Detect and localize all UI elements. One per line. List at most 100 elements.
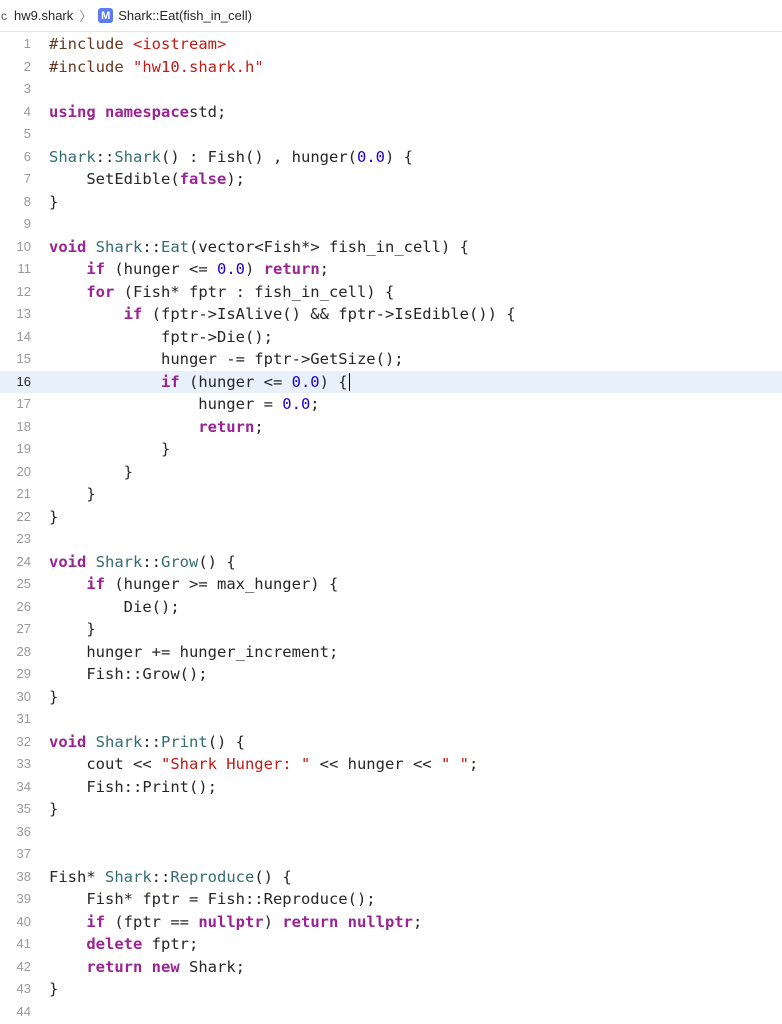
- code-token: fptr;: [142, 935, 199, 953]
- code-line[interactable]: 15 hunger -= fptr->GetSize();: [0, 348, 782, 371]
- code-token: [49, 418, 198, 436]
- code-line[interactable]: 20 }: [0, 461, 782, 484]
- code-text: #include <iostream>: [49, 33, 226, 56]
- code-token: void: [49, 237, 87, 256]
- code-line[interactable]: 18 return;: [0, 416, 782, 439]
- code-token: Fish::Print();: [49, 777, 217, 796]
- code-text: SetEdible(false);: [49, 168, 245, 191]
- code-token: Fish::Grow();: [49, 665, 208, 683]
- code-line[interactable]: 5: [0, 123, 782, 146]
- code-line[interactable]: 43}: [0, 978, 782, 1001]
- line-number: 27: [16, 621, 31, 636]
- code-token: [49, 260, 86, 278]
- code-token: hunger -= fptr->GetSize();: [49, 350, 404, 368]
- line-number: 19: [16, 441, 31, 456]
- line-number: 42: [16, 958, 31, 974]
- code-line[interactable]: 7 SetEdible(false);: [0, 168, 782, 191]
- code-line[interactable]: 11 if (hunger <= 0.0) return;: [0, 258, 782, 281]
- code-line[interactable]: 37: [0, 843, 782, 866]
- code-token: }: [49, 620, 96, 638]
- code-line[interactable]: 21 }: [0, 483, 782, 506]
- code-line[interactable]: 30}: [0, 686, 782, 709]
- line-number: 17: [16, 396, 31, 411]
- code-line[interactable]: 19 }: [0, 438, 782, 461]
- code-token: [49, 283, 86, 301]
- code-line[interactable]: 16 if (hunger <= 0.0) {: [0, 370, 782, 394]
- code-line[interactable]: 39 Fish* fptr = Fish::Reproduce();: [0, 888, 782, 911]
- code-token: ;: [319, 260, 329, 278]
- code-line[interactable]: 2#include "hw10.shark.h": [0, 56, 782, 79]
- code-line[interactable]: 40 if (fptr == nullptr) return nullptr;: [0, 911, 782, 934]
- code-token: }: [49, 800, 59, 818]
- code-token: [49, 958, 86, 976]
- code-line[interactable]: 28 hunger += hunger_increment;: [0, 641, 782, 664]
- code-line[interactable]: 31: [0, 708, 782, 731]
- code-line[interactable]: 3: [0, 78, 782, 101]
- code-text: if (hunger <= 0.0) {: [49, 371, 351, 394]
- code-line[interactable]: 13 if (fptr->IsAlive() && fptr->IsEdible…: [0, 303, 782, 326]
- code-token: Eat: [161, 237, 190, 256]
- code-editor[interactable]: 1 #include <iostream>2#include "hw10.shar…: [0, 33, 782, 1023]
- code-line[interactable]: 33 cout << "Shark Hunger: " << hunger <<…: [0, 753, 782, 776]
- code-token: "hw10.shark.h": [133, 57, 264, 76]
- code-text: hunger += hunger_increment;: [49, 641, 338, 664]
- code-line[interactable]: 14 fptr->Die();: [0, 326, 782, 349]
- breadcrumb-file[interactable]: hw9.shark: [14, 8, 74, 23]
- line-number: 26: [16, 598, 31, 614]
- code-token: ;: [413, 912, 423, 931]
- code-token: false: [179, 170, 227, 188]
- code-token: );: [226, 170, 245, 188]
- line-number: 36: [16, 823, 31, 839]
- code-text: }: [49, 618, 96, 641]
- line-number: 5: [23, 126, 31, 141]
- code-text: if (fptr == nullptr) return nullptr;: [49, 911, 422, 934]
- code-line[interactable]: 23: [0, 528, 782, 551]
- line-number: 33: [16, 756, 31, 771]
- code-line[interactable]: 36: [0, 821, 782, 844]
- line-number: 13: [16, 306, 31, 321]
- code-text: hunger -= fptr->GetSize();: [49, 348, 404, 371]
- code-line[interactable]: 26 Die();: [0, 596, 782, 619]
- code-line[interactable]: 42 return new Shark;: [0, 956, 782, 979]
- code-line[interactable]: 25 if (hunger >= max_hunger) {: [0, 573, 782, 596]
- line-number: 43: [16, 981, 31, 996]
- code-token: if: [86, 260, 105, 278]
- breadcrumb-symbol[interactable]: Shark::Eat(fish_in_cell): [118, 8, 252, 23]
- code-token: Fish* fptr = Fish::Reproduce();: [49, 890, 376, 908]
- code-token: ): [244, 260, 264, 278]
- code-line[interactable]: 8}: [0, 191, 782, 214]
- line-number: 32: [16, 733, 31, 749]
- code-token: (vector<Fish*> fish_in_cell) {: [189, 237, 469, 256]
- code-line[interactable]: 12 for (Fish* fptr : fish_in_cell) {: [0, 281, 782, 304]
- line-number: 1: [23, 36, 31, 51]
- line-number: 15: [16, 351, 31, 366]
- code-line[interactable]: 41 delete fptr;: [0, 933, 782, 956]
- text-cursor: [348, 373, 351, 391]
- code-token: (hunger <=: [105, 260, 217, 278]
- line-number: 24: [16, 553, 31, 569]
- code-line[interactable]: 9: [0, 213, 782, 236]
- code-line[interactable]: 29 Fish::Grow();: [0, 663, 782, 686]
- code-line[interactable]: 35}: [0, 798, 782, 821]
- code-line[interactable]: 22}: [0, 506, 782, 529]
- code-token: " ": [440, 755, 469, 773]
- line-number: 35: [16, 801, 31, 816]
- code-line[interactable]: 1 #include <iostream>: [0, 33, 782, 56]
- code-token: ::: [142, 237, 162, 256]
- code-token: [142, 958, 151, 976]
- code-token: fptr->Die();: [49, 327, 273, 346]
- code-line[interactable]: 44: [0, 1001, 782, 1024]
- code-text: return;: [49, 416, 263, 439]
- line-number: 40: [16, 913, 31, 929]
- code-line[interactable]: 27 }: [0, 618, 782, 641]
- code-token: ::: [142, 552, 162, 571]
- code-token: nullptr: [347, 912, 413, 931]
- code-line[interactable]: 34 Fish::Print();: [0, 776, 782, 799]
- code-line[interactable]: 17 hunger = 0.0;: [0, 393, 782, 416]
